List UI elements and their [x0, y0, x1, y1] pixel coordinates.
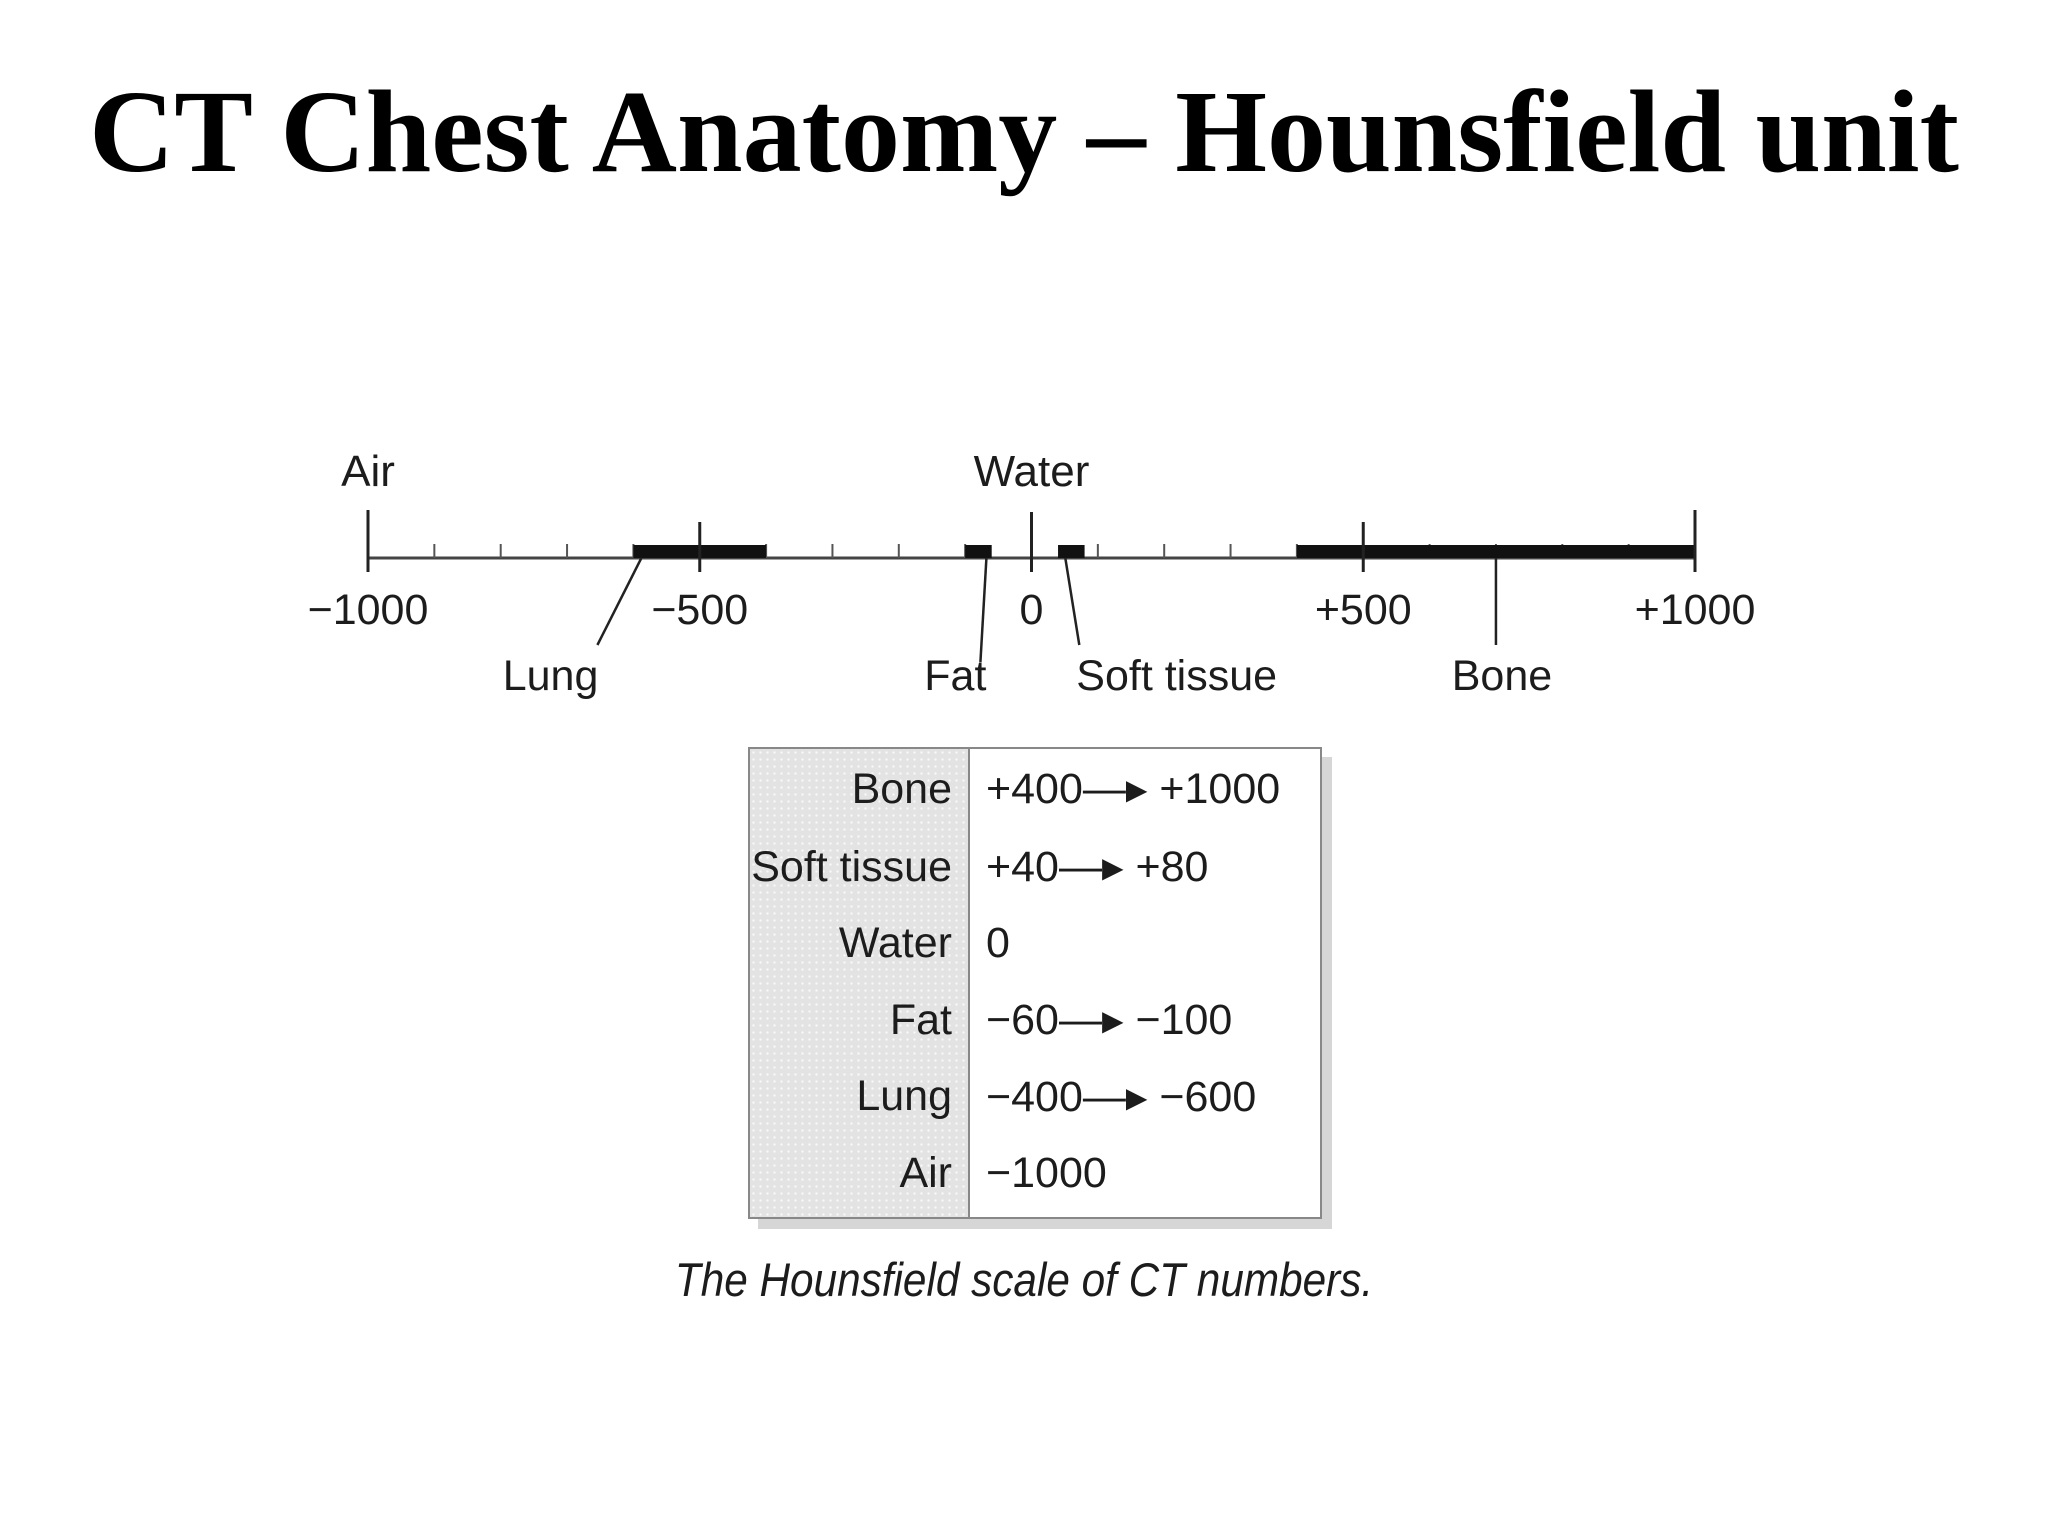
band-label-fat: Fat [924, 652, 986, 700]
band-bone [1296, 545, 1695, 558]
table-cell-range: −60—▸ −100 [986, 996, 1233, 1045]
reference-labels: Air Water [341, 447, 1089, 496]
table-cell-tissue: Bone [851, 764, 952, 813]
band-label-soft-tissue: Soft tissue [1076, 652, 1277, 700]
leader-soft-tissue [1064, 557, 1081, 646]
leader-fat [979, 557, 988, 663]
tick-label: 0 [1020, 586, 1044, 634]
table-cell-range: −400—▸ −600 [986, 1072, 1257, 1121]
slide-title: CT Chest Anatomy – Hounsfield unit [89, 66, 1959, 197]
band-label-bone: Bone [1452, 652, 1552, 700]
band-soft-tissue [1058, 545, 1085, 558]
table-cell-tissue: Air [899, 1148, 952, 1197]
tick-label: +500 [1315, 586, 1412, 634]
table-cell-range: +400—▸ +1000 [986, 765, 1281, 813]
reference-table: Bone Soft tissue Water Fat Lung Air +400… [748, 747, 1322, 1219]
band-fat [965, 545, 992, 558]
reference-label-air: Air [341, 447, 395, 496]
band-label-lung: Lung [503, 652, 599, 700]
table-cell-range: 0 [986, 919, 1010, 968]
tick-label: +1000 [1635, 586, 1756, 634]
tick-label: −1000 [308, 586, 429, 634]
table-cell-tissue: Fat [889, 995, 952, 1044]
band-labels: Lung Fat Soft tissue Bone [503, 557, 1552, 700]
table-cell-tissue: Water [838, 919, 952, 968]
reference-label-water: Water [974, 447, 1090, 496]
table-cell-tissue: Soft tissue [751, 842, 952, 891]
major-ticks [366, 510, 1697, 572]
tick-labels: −1000 −500 0 +500 +1000 [308, 586, 1756, 634]
leader-lung [596, 557, 643, 646]
tick-label: −500 [651, 586, 748, 634]
table-cell-tissue: Lung [856, 1072, 952, 1121]
figure-caption: The Hounsfield scale of CT numbers. [674, 1253, 1374, 1306]
table-cell-range: −1000 [986, 1148, 1107, 1197]
range-column: +400—▸ +1000 +40—▸ +80 0 −60—▸ −100 −400… [970, 749, 1320, 1217]
tissue-column: Bone Soft tissue Water Fat Lung Air [750, 749, 970, 1217]
table-cell-range: +40—▸ +80 [986, 843, 1209, 892]
